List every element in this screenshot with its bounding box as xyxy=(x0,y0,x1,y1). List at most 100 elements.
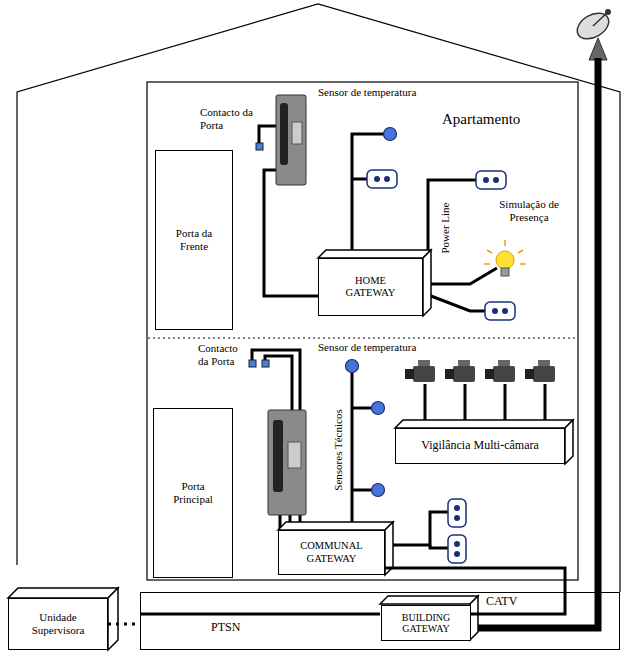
box-top-face xyxy=(318,250,431,258)
gateway-box: COMMUNAL GATEWAY xyxy=(278,530,385,575)
cameras xyxy=(405,360,555,382)
house-outline xyxy=(17,4,620,592)
camera-body xyxy=(413,366,435,382)
text-anchor: PTSN xyxy=(211,621,240,635)
bulb-glass xyxy=(496,251,514,269)
box-top-face xyxy=(8,588,118,598)
wire xyxy=(352,134,384,250)
intercom-keypad xyxy=(288,442,301,468)
catv-cable xyxy=(478,58,598,628)
outlet-hole xyxy=(384,176,390,182)
intercom xyxy=(276,95,306,185)
ray xyxy=(504,240,506,246)
box-side-face xyxy=(423,250,431,316)
intercom-keypad xyxy=(292,122,302,144)
box-top-face xyxy=(380,596,478,604)
box-label: Porta da Frente xyxy=(172,227,216,252)
wire xyxy=(352,489,372,492)
ptsn-line xyxy=(141,613,380,616)
sensor-dot xyxy=(372,484,385,497)
vertical-label: Sensores Técnicos xyxy=(332,409,345,490)
box-3d-faces xyxy=(8,250,573,650)
light-bulb xyxy=(484,240,526,276)
wire xyxy=(252,350,300,410)
ray xyxy=(520,263,526,265)
outlet xyxy=(485,302,515,320)
box-label: HOME GATEWAY xyxy=(335,275,407,299)
camera-lens xyxy=(525,369,534,379)
wire xyxy=(352,407,372,410)
vertical-label: Power Line xyxy=(439,202,452,253)
sensor-dot xyxy=(346,360,359,373)
network-band: PTSN CATV BUILDING GATEWAY xyxy=(140,592,620,650)
dish-stand xyxy=(589,38,607,60)
label-anchor: Contacto da Porta xyxy=(198,342,248,367)
camera-body xyxy=(533,366,555,382)
wire xyxy=(351,372,354,522)
intercom xyxy=(268,410,306,515)
gateway-box: HOME GATEWAY xyxy=(318,258,423,316)
camera-top xyxy=(538,360,550,366)
outlet-hole xyxy=(454,505,460,511)
outlet-hole xyxy=(454,551,460,557)
outlet-hole xyxy=(454,515,460,521)
box-label: Unidade Supervisora xyxy=(16,611,100,636)
label-anchor: Simulação de Presença xyxy=(492,198,566,223)
wires xyxy=(252,95,545,548)
door-contact xyxy=(256,143,263,150)
band-label: PTSN xyxy=(211,621,240,635)
intercom-body xyxy=(268,410,306,515)
box-top-face xyxy=(395,420,573,428)
outlet-hole xyxy=(502,308,508,314)
outlet xyxy=(448,535,466,563)
wire xyxy=(464,384,467,420)
camera-lens xyxy=(405,369,414,379)
camera-top xyxy=(458,360,470,366)
camera-top xyxy=(418,360,430,366)
box-label: Porta Principal xyxy=(167,480,219,505)
door-contact xyxy=(262,360,269,367)
wire xyxy=(544,384,547,420)
dish-arm xyxy=(593,12,608,26)
door-contact xyxy=(249,360,256,367)
wire xyxy=(431,296,485,311)
door-box: Porta Principal xyxy=(153,408,233,578)
building-frame xyxy=(147,82,578,580)
intercom-handset xyxy=(280,103,288,165)
wire xyxy=(430,545,448,548)
surveillance-box: Vigilância Multi-câmara xyxy=(395,428,565,464)
outlet-hole xyxy=(374,176,380,182)
label: Simulação de Presença xyxy=(492,198,566,223)
satellite-dish xyxy=(573,8,613,60)
wire xyxy=(424,384,427,420)
door-box: Porta da Frente xyxy=(155,150,233,330)
label: Contacto da Porta xyxy=(200,106,258,131)
camera-lens xyxy=(445,369,454,379)
outlet-hole xyxy=(454,541,460,547)
outlet xyxy=(367,170,397,188)
outlet xyxy=(448,499,466,527)
wire xyxy=(264,170,318,296)
wire xyxy=(352,178,367,181)
wire xyxy=(428,180,476,250)
wire xyxy=(504,384,507,420)
sensor-dot xyxy=(384,128,397,141)
wire xyxy=(431,268,497,284)
outlets xyxy=(367,170,515,563)
box-label: Vigilância Multi-câmara xyxy=(421,439,539,453)
box-side-face xyxy=(108,588,118,650)
camera-body xyxy=(453,366,475,382)
intercom-handset xyxy=(273,420,283,492)
supervisor-box: Unidade Supervisora xyxy=(8,598,108,650)
box-label: BUILDING GATEWAY xyxy=(390,612,462,635)
ray xyxy=(484,263,490,265)
box-label: COMMUNAL GATEWAY xyxy=(284,540,379,564)
ray xyxy=(487,250,492,253)
label: Contacto da Porta xyxy=(198,342,248,367)
intercom-body xyxy=(276,95,306,185)
box-side-face xyxy=(565,420,573,464)
text-anchor: CATV xyxy=(486,595,517,609)
wire xyxy=(393,512,448,545)
